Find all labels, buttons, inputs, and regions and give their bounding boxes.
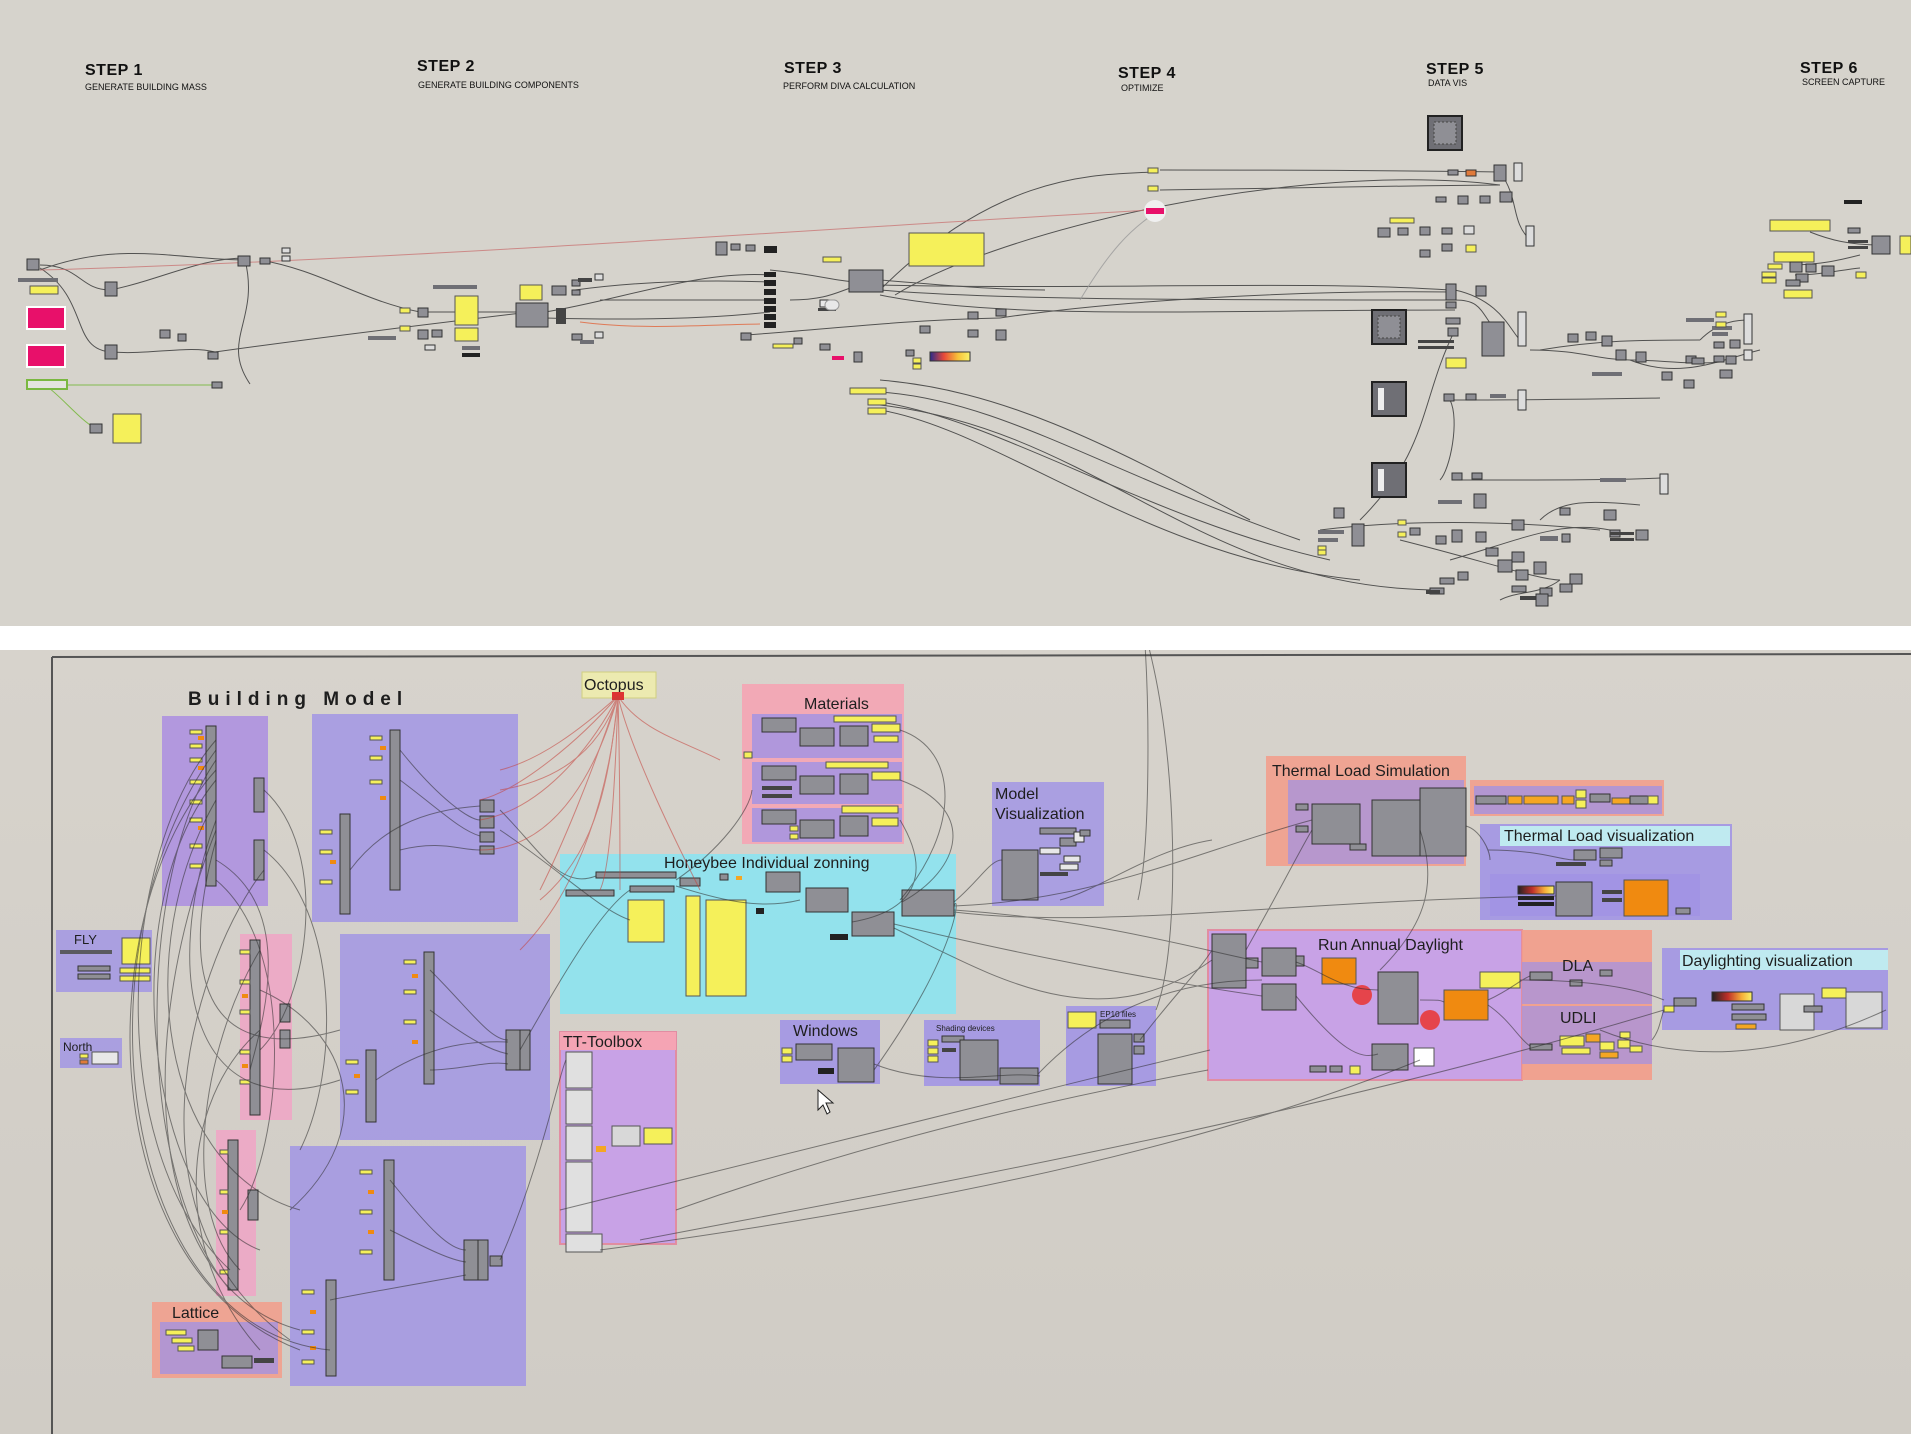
step-5-subtitle: DATA VIS	[1428, 78, 1468, 88]
daylighting-visualization-group: Daylighting visualization	[1662, 948, 1888, 1031]
honeybee-zoning-group: Honeybee Individual zonning	[560, 854, 956, 1014]
step-5-right-components	[1567, 311, 1753, 389]
step-3-subtitle: PERFORM DIVA CALCULATION	[783, 81, 916, 91]
step-5-components	[1317, 115, 1669, 607]
model-visualization-label-1: Model	[995, 786, 1039, 803]
building-model-group: Building Model	[162, 689, 550, 1386]
detail-canvas[interactable]: Building Model FLY North Lattice	[0, 650, 1911, 1434]
shading-devices-group: Shading devices	[924, 1020, 1040, 1086]
fly-label: FLY	[74, 932, 97, 947]
overview-canvas[interactable]: STEP 1 GENERATE BUILDING MASS STEP 2 GEN…	[0, 0, 1911, 626]
step-6-title: STEP 6	[1800, 60, 1858, 77]
run-annual-daylight-label: Run Annual Daylight	[1318, 937, 1464, 954]
step-3-title: STEP 3	[784, 60, 842, 77]
run-annual-daylight-group: Run Annual Daylight DLA UDLI	[1207, 929, 1652, 1081]
materials-group: Materials	[742, 684, 904, 844]
building-model-params	[189, 729, 417, 1365]
model-visualization-label-2: Visualization	[995, 806, 1085, 823]
materials-label: Materials	[804, 696, 869, 713]
step-6-subtitle: SCREEN CAPTURE	[1802, 77, 1886, 87]
step-3-components	[715, 232, 1007, 415]
octopus-group: Octopus	[581, 671, 657, 700]
ep-files-label: EP10 files	[1100, 1010, 1136, 1019]
step-4-title: STEP 4	[1118, 65, 1176, 82]
detail-graph: Building Model FLY North Lattice	[51, 650, 1911, 1434]
step-2-components	[368, 273, 604, 357]
step-4-subtitle: OPTIMIZE	[1121, 83, 1164, 93]
step-1-subtitle: GENERATE BUILDING MASS	[85, 82, 207, 92]
step-2-title: STEP 2	[417, 58, 475, 75]
detail-wires	[129, 650, 1887, 1351]
windows-group: Windows	[780, 1020, 880, 1084]
thermal-load-visualization-group: Thermal Load visualization	[1480, 824, 1732, 920]
tt-toolbox-label: TT-Toolbox	[563, 1034, 642, 1051]
udli-label: UDLI	[1560, 1010, 1596, 1027]
step-5-title: STEP 5	[1426, 61, 1484, 78]
shading-devices-label: Shading devices	[936, 1024, 995, 1033]
step-2-subtitle: GENERATE BUILDING COMPONENTS	[418, 80, 579, 90]
step-1-components	[18, 247, 291, 444]
north-group: North	[60, 1038, 122, 1068]
windows-label: Windows	[793, 1023, 858, 1040]
thermal-load-simulation-label: Thermal Load Simulation	[1272, 763, 1450, 780]
overview-wires	[39, 169, 1881, 601]
step-6-components	[1761, 200, 1911, 299]
step-4-components	[1144, 167, 1166, 222]
lattice-group: Lattice	[152, 1302, 282, 1378]
overview-graph	[18, 115, 1911, 607]
octopus-wires	[479, 695, 721, 951]
dla-label: DLA	[1562, 958, 1593, 975]
building-model-label: Building Model	[188, 689, 408, 710]
honeybee-zoning-label: Honeybee Individual zonning	[664, 855, 869, 872]
mouse-pointer-icon	[817, 1088, 835, 1115]
building-model-orange-params	[198, 736, 418, 1350]
fly-group: FLY	[56, 930, 152, 992]
ep-files-group: EP10 files	[1066, 1006, 1156, 1086]
tt-toolbox-group: TT-Toolbox	[559, 1031, 677, 1253]
thermal-load-visualization-label: Thermal Load visualization	[1504, 828, 1694, 845]
step-1-title: STEP 1	[85, 62, 143, 79]
thermal-load-simulation-group: Thermal Load Simulation	[1266, 756, 1664, 866]
lattice-label: Lattice	[172, 1305, 219, 1322]
north-label: North	[63, 1040, 92, 1054]
octopus-label: Octopus	[584, 677, 644, 694]
daylighting-visualization-label: Daylighting visualization	[1682, 953, 1853, 970]
model-visualization-group: Model Visualization	[992, 782, 1104, 906]
